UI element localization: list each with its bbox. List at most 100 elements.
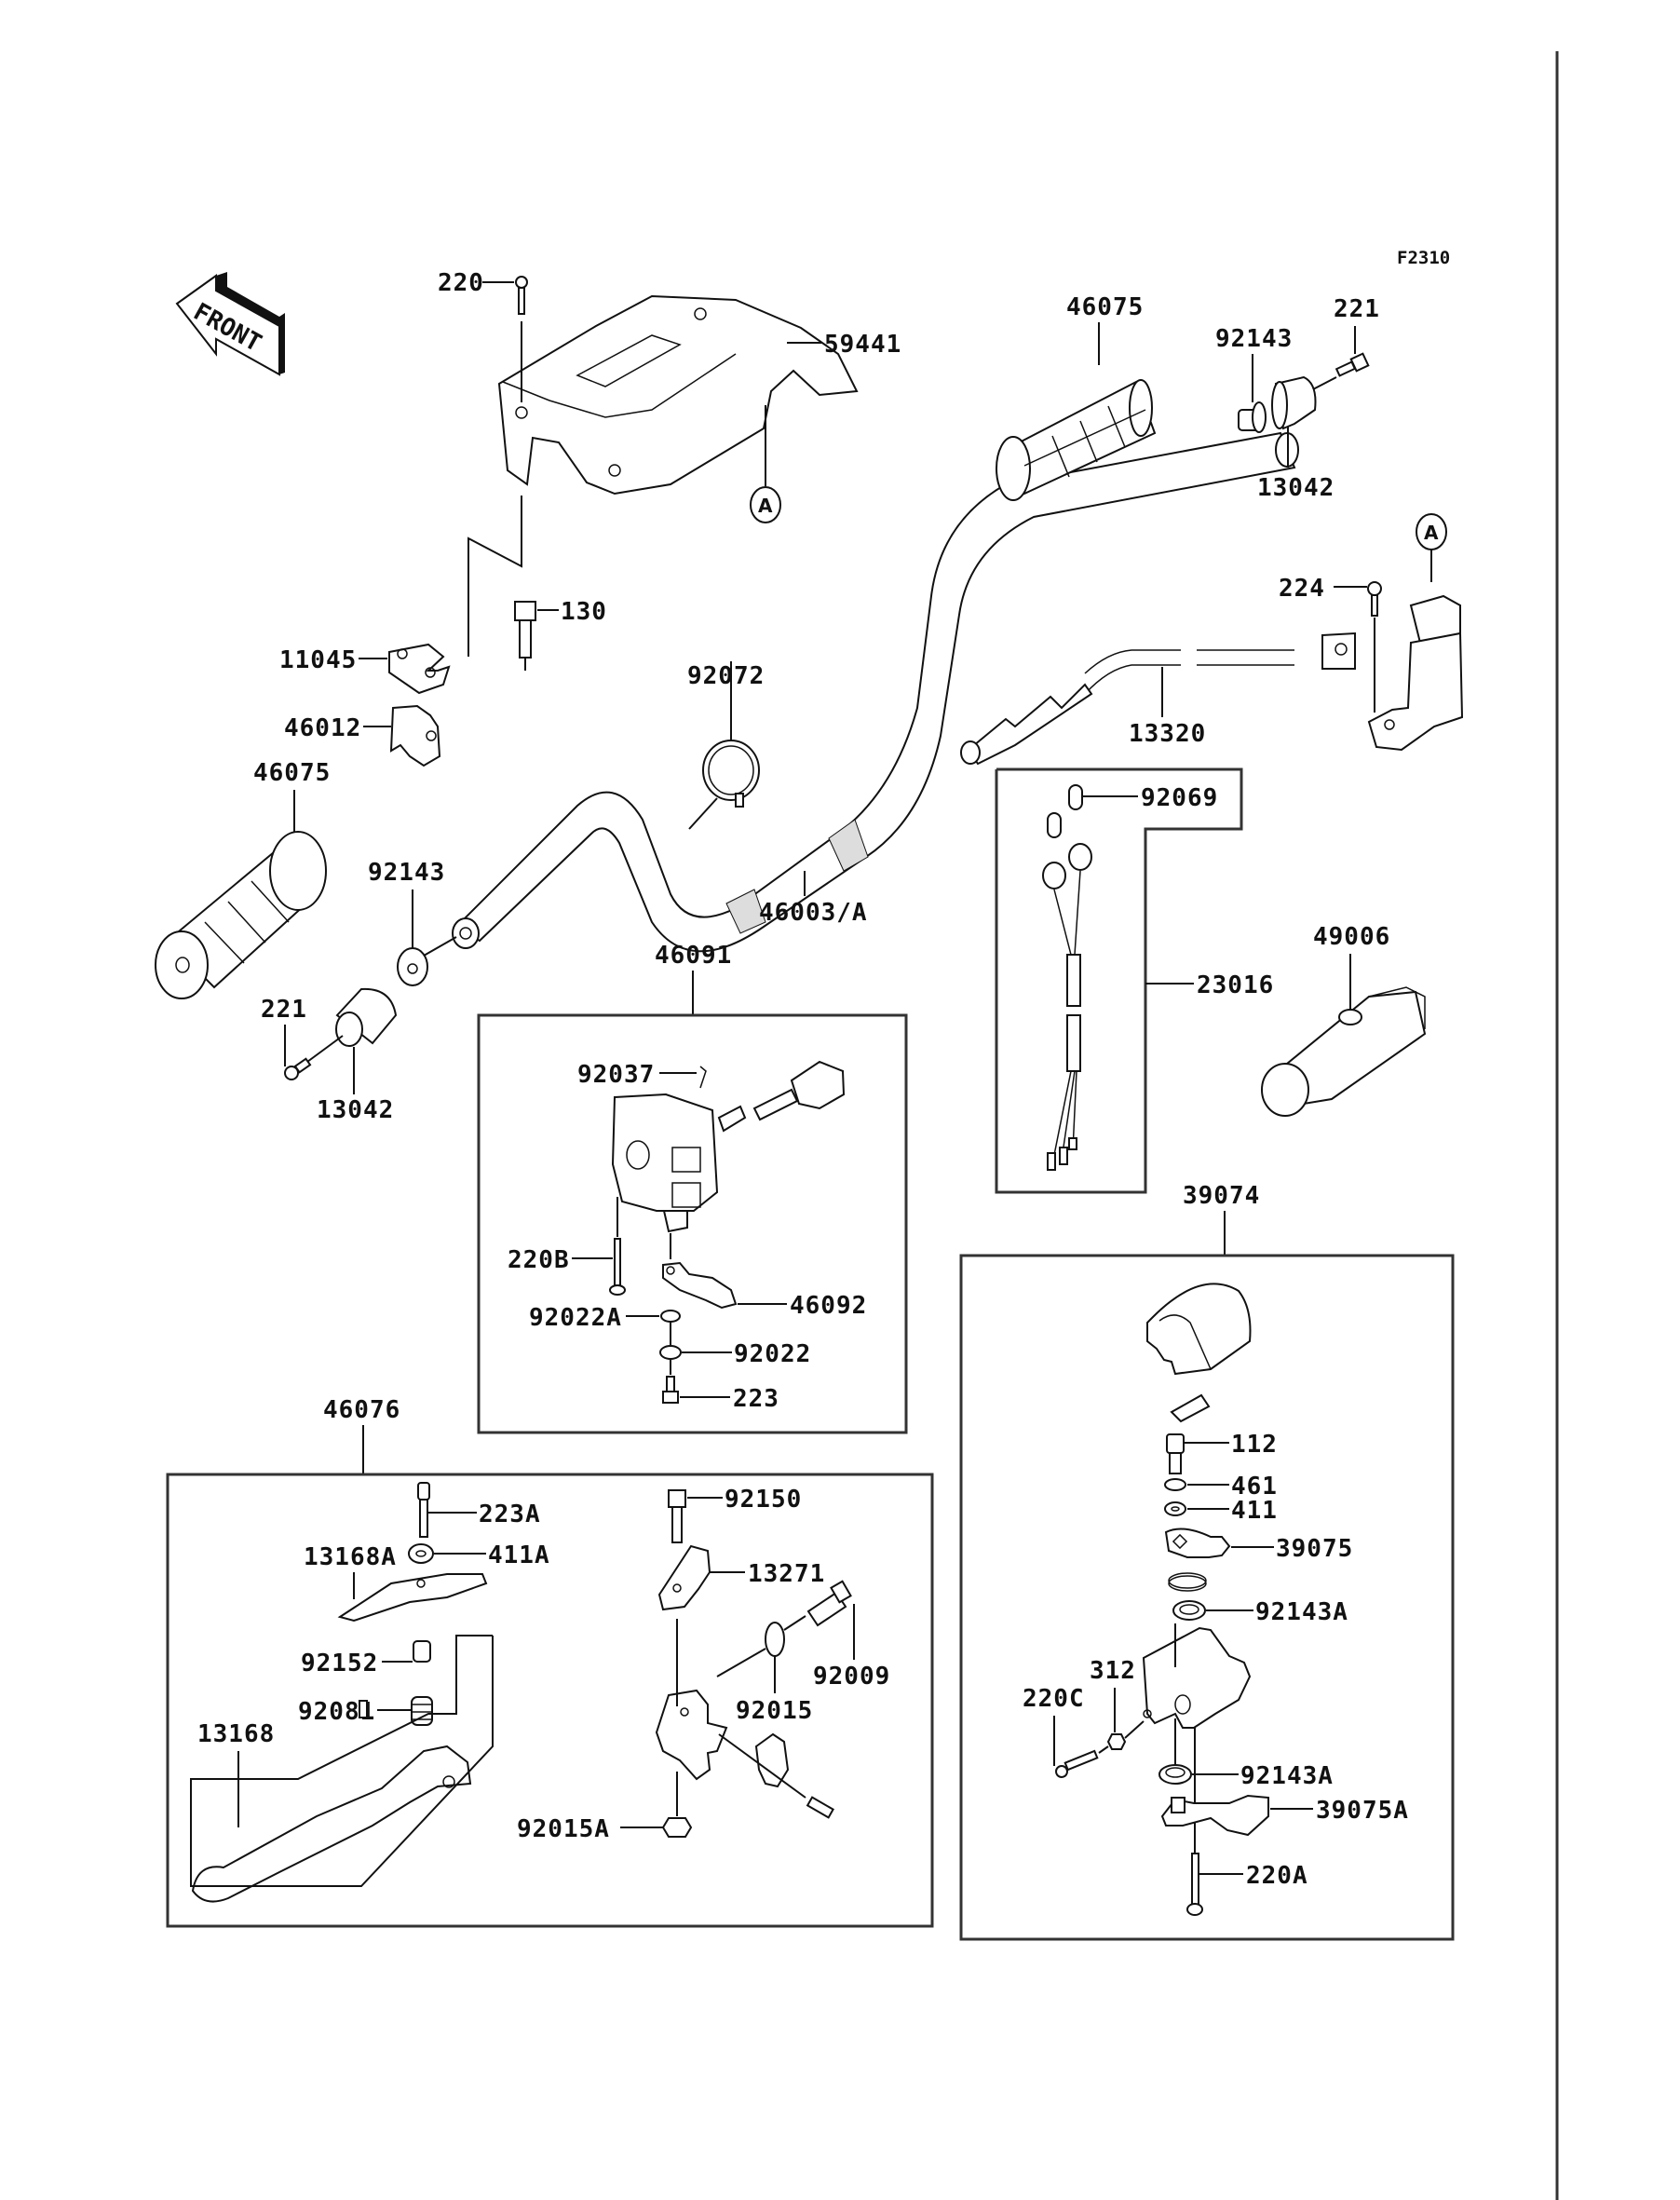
part-92143A-bottom-collar — [1158, 1764, 1192, 1785]
part-46092-lever — [662, 1233, 738, 1310]
label-220-top: 220 — [438, 269, 484, 297]
part-92022-washer — [659, 1323, 682, 1360]
label-13042-left: 13042 — [317, 1096, 394, 1124]
part-23016-wire-harness — [1042, 784, 1092, 1171]
part-92037-clip — [699, 1066, 707, 1089]
label-220A: 220A — [1246, 1862, 1308, 1890]
label-23016: 23016 — [1197, 971, 1274, 999]
label-92015A: 92015A — [517, 1815, 610, 1843]
part-13042-right-end-weight — [1271, 375, 1337, 430]
label-461: 461 — [1231, 1473, 1278, 1501]
reference-marker-a-left: A — [750, 486, 781, 523]
label-46003a: 46003/A — [759, 899, 868, 927]
label-13168: 13168 — [197, 1720, 275, 1748]
part-92015-adjuster-nut — [716, 1615, 806, 1677]
part-throttle-housing — [1321, 594, 1464, 752]
label-39074: 39074 — [1183, 1182, 1260, 1210]
part-224-screw — [1367, 581, 1382, 713]
part-13168-lever — [191, 1745, 472, 1903]
part-49006-switch-assembly — [1261, 986, 1427, 1117]
label-49006: 49006 — [1313, 923, 1390, 951]
label-92037: 92037 — [577, 1061, 655, 1089]
label-130: 130 — [561, 598, 607, 626]
label-39075: 39075 — [1276, 1535, 1353, 1563]
label-92069: 92069 — [1141, 784, 1218, 812]
ref-a-text: A — [758, 495, 773, 517]
part-92009-adjuster — [806, 1580, 852, 1627]
leader-13168-bracket — [190, 1635, 494, 1887]
part-220C-screw — [1055, 1745, 1109, 1778]
label-92143-left: 92143 — [368, 859, 445, 887]
figure-code: F2310 — [1397, 248, 1450, 268]
label-112: 112 — [1231, 1431, 1278, 1459]
part-92143-left-collar — [397, 936, 457, 986]
label-13042-right: 13042 — [1257, 474, 1335, 502]
label-220C: 220C — [1023, 1685, 1085, 1713]
part-59441-cover — [497, 294, 859, 496]
part-46075-right-grip — [996, 379, 1157, 501]
ref-a-text-right: A — [1424, 522, 1439, 544]
label-13320: 13320 — [1129, 720, 1206, 748]
part-throttle-clip — [1170, 1393, 1211, 1423]
label-92150: 92150 — [725, 1486, 802, 1514]
label-220B: 220B — [508, 1246, 570, 1274]
label-312: 312 — [1090, 1657, 1136, 1685]
leader-cover-to-bracket — [467, 496, 522, 657]
label-39075A: 39075A — [1316, 1797, 1409, 1825]
label-92143A-top: 92143A — [1255, 1598, 1348, 1626]
label-46091: 46091 — [655, 942, 732, 970]
part-39075-plate — [1164, 1528, 1231, 1558]
label-13168A: 13168A — [304, 1543, 397, 1571]
label-92072: 92072 — [687, 662, 765, 690]
part-221-right-screw — [1335, 352, 1370, 377]
part-92143A-top-collar — [1172, 1600, 1206, 1621]
part-lever-pin — [359, 1700, 368, 1718]
part-46091-switch-housing — [611, 1060, 846, 1233]
label-59441: 59441 — [824, 331, 901, 359]
part-92152-bushing — [413, 1640, 431, 1663]
part-13320-throttle-cable — [960, 649, 1294, 766]
label-92015: 92015 — [736, 1697, 813, 1725]
label-46076: 46076 — [323, 1396, 400, 1424]
part-312-nut — [1106, 1720, 1145, 1750]
label-92152: 92152 — [301, 1650, 378, 1677]
group-box-23016 — [995, 767, 1243, 1194]
label-411A: 411A — [488, 1541, 550, 1569]
part-13042-left-end-weight — [306, 987, 398, 1063]
label-223: 223 — [733, 1385, 779, 1413]
part-411A-washer — [408, 1543, 434, 1564]
reference-marker-a-right: A — [1416, 513, 1447, 550]
label-92143-right: 92143 — [1215, 325, 1293, 353]
label-46012: 46012 — [284, 714, 361, 742]
label-411: 411 — [1231, 1497, 1278, 1525]
part-92022A-washer — [660, 1310, 681, 1323]
label-92143A-bottom: 92143A — [1240, 1762, 1334, 1790]
part-92143-right-collar — [1238, 401, 1267, 433]
part-92081-spring — [411, 1696, 433, 1726]
label-224: 224 — [1279, 575, 1325, 603]
label-46075-right: 46075 — [1066, 293, 1144, 321]
front-arrow-icon: FRONT — [175, 272, 285, 376]
label-221-right: 221 — [1334, 295, 1380, 323]
part-11045-plate — [388, 643, 451, 695]
part-112-bolt — [1166, 1433, 1185, 1474]
part-223A-screw — [417, 1482, 430, 1538]
part-220A-screw — [1186, 1853, 1203, 1916]
part-throttle-case — [1142, 1623, 1252, 1854]
part-92015A-nut — [661, 1772, 693, 1838]
part-130-bolt — [514, 601, 536, 671]
group-box-39074 — [959, 1254, 1455, 1941]
label-92022: 92022 — [734, 1340, 811, 1368]
label-221-left: 221 — [261, 996, 307, 1024]
label-92009: 92009 — [813, 1663, 890, 1691]
part-39074-throttle-cover — [1146, 1283, 1252, 1376]
part-46075-left-grip — [155, 831, 327, 999]
part-13271-bracket — [657, 1544, 711, 1611]
part-throttle-spring — [1168, 1572, 1207, 1592]
part-220B-screw — [609, 1197, 626, 1296]
label-46092: 46092 — [790, 1292, 867, 1320]
part-92072-band — [688, 661, 760, 830]
part-39075A-lever — [1160, 1794, 1269, 1837]
label-13271: 13271 — [748, 1560, 825, 1588]
